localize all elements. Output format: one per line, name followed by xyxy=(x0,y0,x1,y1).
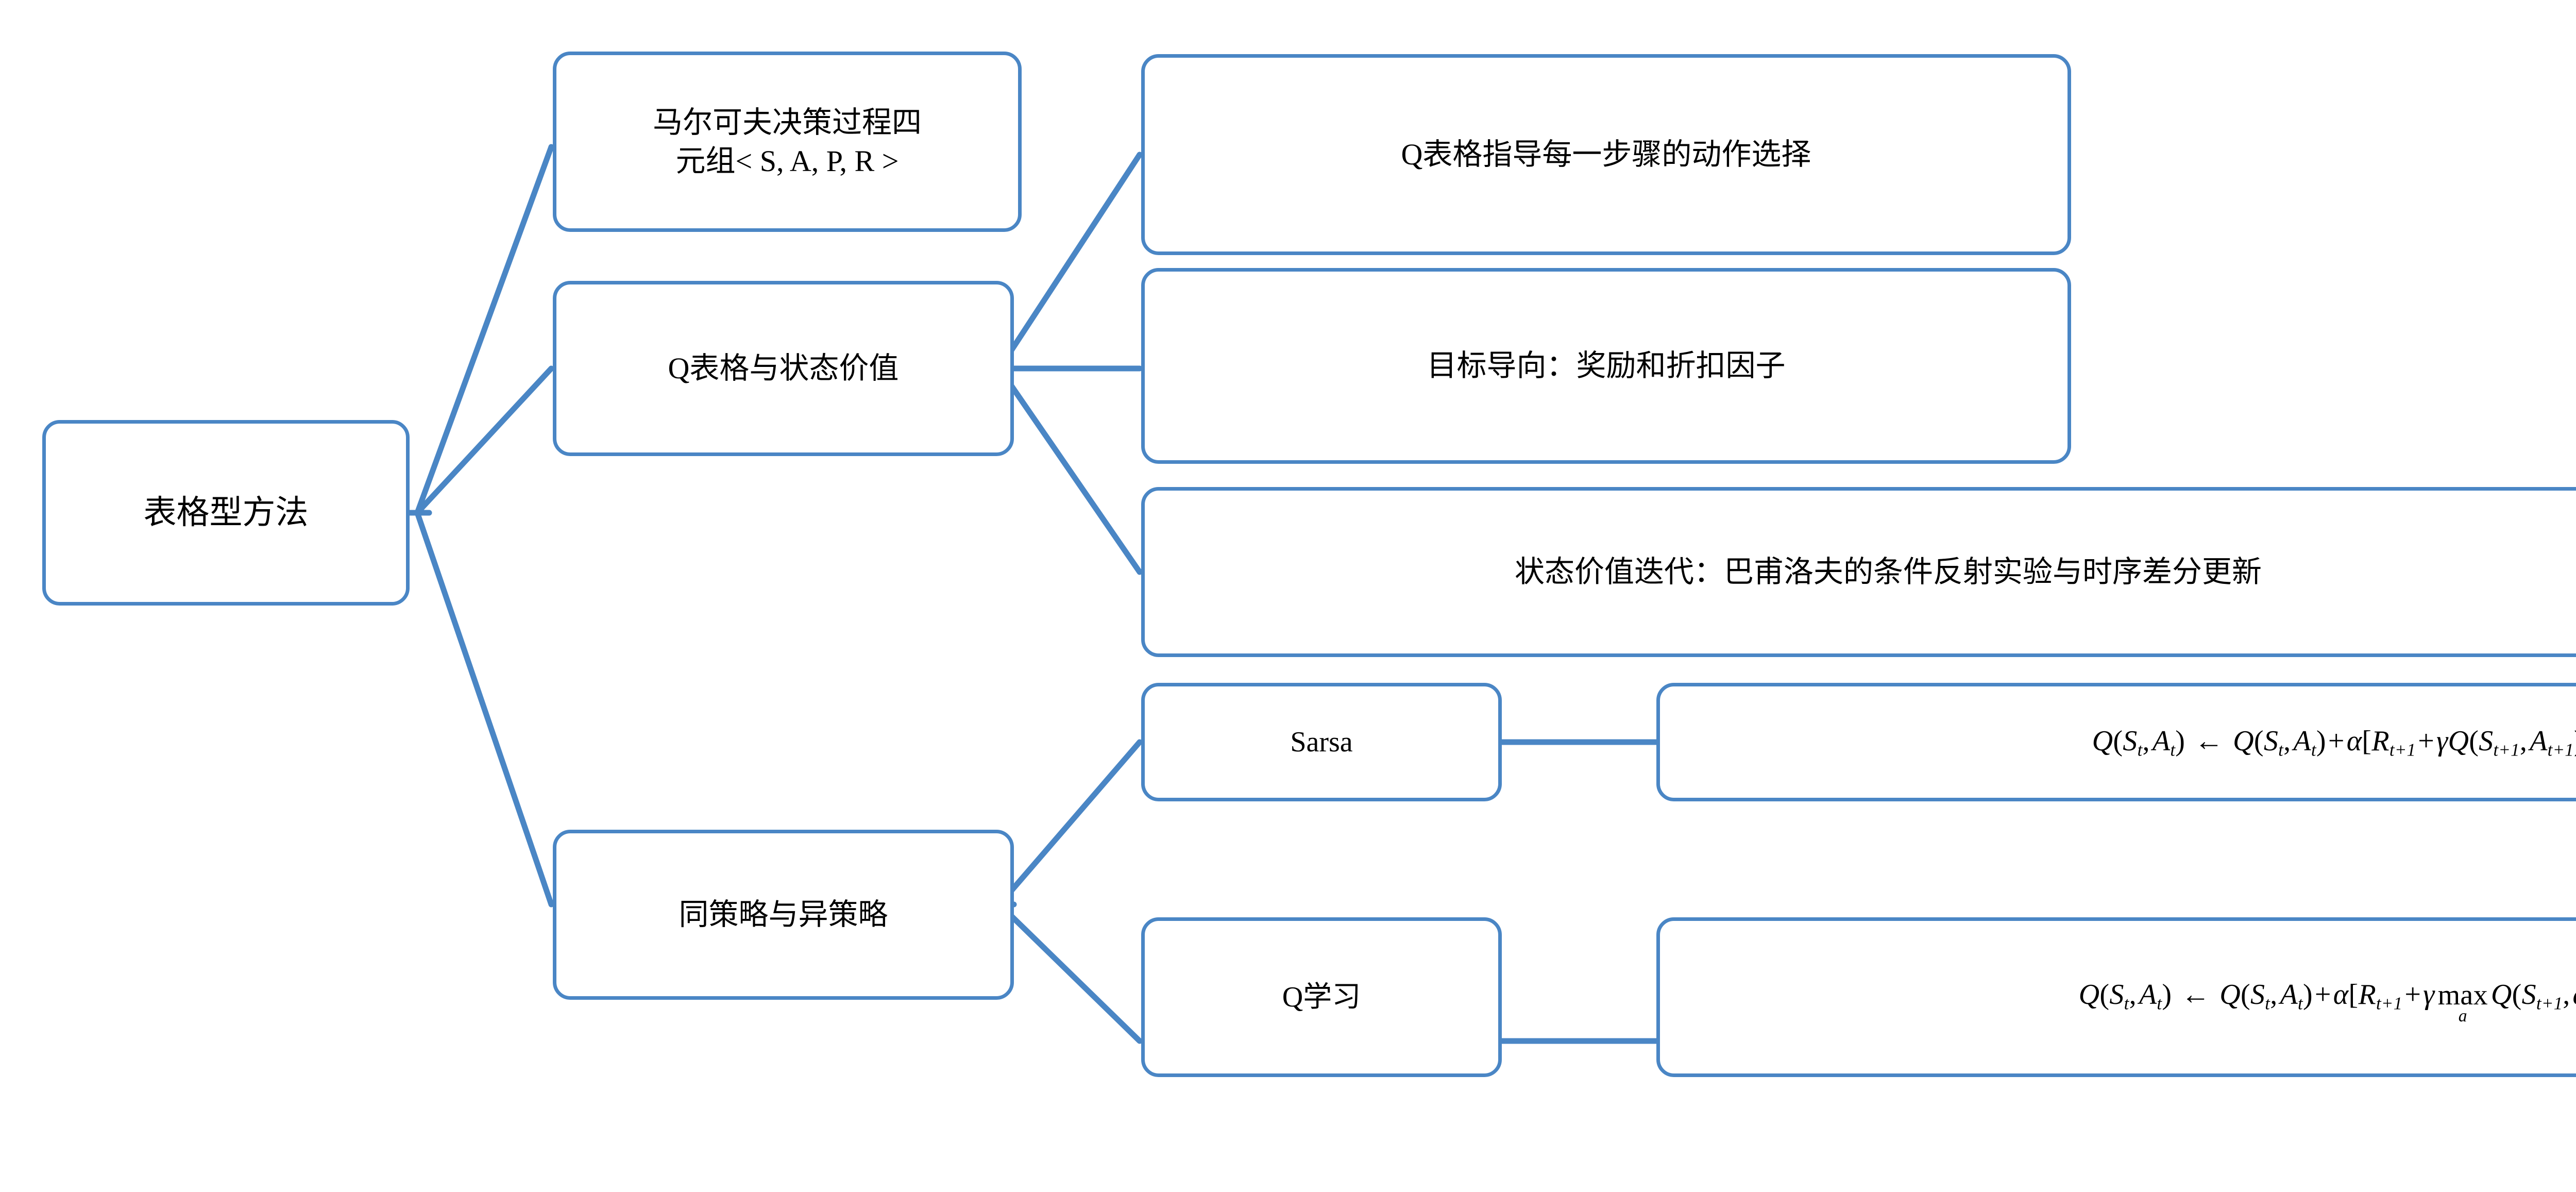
node-goal-oriented-reward-discount[interactable]: 目标导向：奖励和折扣因子 xyxy=(1141,268,2071,464)
node-mdp-tuple[interactable]: 马尔可夫决策过程四 元组< S, A, P, R > xyxy=(553,52,1022,232)
node-q-table-state-value-label: Q表格与状态价值 xyxy=(668,351,899,385)
edge-root-to-policy xyxy=(414,510,554,908)
node-q-table-guides-action[interactable]: Q表格指导每一步骤的动作选择 xyxy=(1141,54,2071,255)
node-q-learning-label: Q学习 xyxy=(1282,981,1361,1013)
node-state-value-iteration-td[interactable]: 状态价值迭代：巴甫洛夫的条件反射实验与时序差分更新 xyxy=(1141,487,2576,657)
node-sarsa-label: Sarsa xyxy=(1290,726,1353,758)
node-goal-oriented-reward-discount-label: 目标导向：奖励和折扣因子 xyxy=(1427,349,1786,383)
edge-policy-to-qlearn xyxy=(996,901,1143,1044)
node-on-off-policy[interactable]: 同策略与异策略 xyxy=(553,830,1014,1000)
node-mdp-tuple-label: 马尔可夫决策过程四 元组< S, A, P, R > xyxy=(652,105,922,178)
node-state-value-iteration-td-label: 状态价值迭代：巴甫洛夫的条件反射实验与时序差分更新 xyxy=(1514,555,2262,589)
node-sarsa[interactable]: Sarsa xyxy=(1141,683,1502,801)
edge-root-to-mdp xyxy=(414,144,554,516)
node-sarsa-formula[interactable]: Q(St, At) ← Q(St, At)+α[Rt+1+γQ(St+1, At… xyxy=(1656,683,2576,801)
sarsa-formula-text: Q(St, At) ← Q(St, At)+α[Rt+1+γQ(St+1, At… xyxy=(2092,725,2576,760)
edge-qtable-to-c3 xyxy=(996,365,1143,575)
edge-root-to-qtable xyxy=(414,365,554,516)
node-root[interactable]: 表格型方法 xyxy=(42,420,410,606)
node-on-off-policy-label: 同策略与异策略 xyxy=(679,898,888,932)
node-q-table-state-value[interactable]: Q表格与状态价值 xyxy=(553,281,1014,456)
node-q-learning[interactable]: Q学习 xyxy=(1141,917,1502,1077)
edge-policy-to-sarsa xyxy=(996,739,1143,908)
node-q-table-guides-action-label: Q表格指导每一步骤的动作选择 xyxy=(1401,138,1811,172)
node-root-label: 表格型方法 xyxy=(143,494,309,531)
